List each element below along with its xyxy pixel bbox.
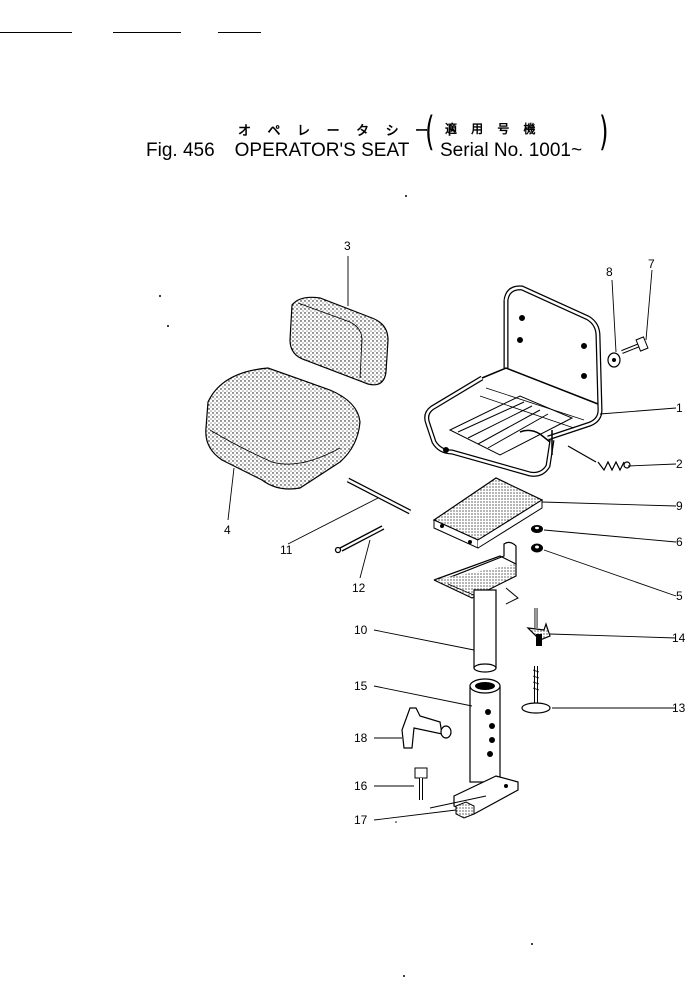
serial-range: Serial No. 1001~ [440, 140, 583, 161]
header-rule [218, 32, 261, 33]
part-5-nut [531, 543, 543, 553]
part-3-backrest-cushion [289, 296, 389, 386]
leader-lines [227, 256, 677, 821]
part-7-bolt [621, 336, 649, 354]
applicable-serial-japanese: 適 用 号 機 [445, 122, 541, 136]
callout-4: 4 [224, 523, 231, 537]
callout-16: 16 [354, 779, 368, 793]
part-11-rod [346, 477, 412, 515]
callout-17: 17 [354, 813, 368, 827]
callout-8: 8 [606, 265, 613, 279]
part-2-spring [567, 445, 631, 472]
close-paren: ) [599, 109, 609, 155]
part-12-cotter-pin [334, 525, 385, 554]
callout-15: 15 [354, 679, 368, 693]
callout-9: 9 [676, 499, 683, 513]
figure-number: Fig. 456 [146, 140, 215, 161]
callout-5: 5 [676, 589, 683, 603]
header-rule [0, 32, 72, 33]
title-japanese: オ ペ レ ー タ シ ー ト [238, 124, 464, 139]
part-16-bolt [414, 767, 428, 800]
callout-13: 13 [672, 701, 686, 715]
callout-6: 6 [676, 535, 683, 549]
part-4-seat-cushion [205, 367, 361, 490]
figure-title-english: OPERATOR'S SEAT [234, 140, 410, 161]
scan-specks [159, 195, 533, 977]
part-10-seat-post [433, 541, 519, 673]
callout-2: 2 [676, 457, 683, 471]
callout-labels: 3 4 1 2 8 7 9 6 5 11 12 10 14 13 15 18 1… [224, 239, 686, 827]
callout-18: 18 [354, 731, 368, 745]
callout-14: 14 [672, 631, 686, 645]
part-17-nut [455, 801, 475, 819]
header-rule [113, 32, 181, 33]
part-18-lever [401, 707, 452, 749]
figure-title: Fig. 456 OPERATOR'S SEAT [146, 140, 409, 162]
callout-11: 11 [280, 543, 293, 557]
part-13-adjusting-bolt [521, 666, 551, 714]
callout-10: 10 [354, 623, 368, 637]
part-14-wing-bolt [526, 608, 551, 646]
part-15-column-base [453, 678, 519, 815]
callout-12: 12 [352, 581, 366, 595]
callout-3: 3 [344, 239, 351, 253]
open-paren: ( [425, 109, 435, 155]
callout-7: 7 [648, 257, 655, 271]
part-1-seat-frame [424, 285, 603, 477]
part-9-plate [432, 477, 544, 549]
part-8-washer [607, 352, 621, 368]
callout-1: 1 [676, 401, 683, 415]
part-6-washer [531, 525, 543, 533]
